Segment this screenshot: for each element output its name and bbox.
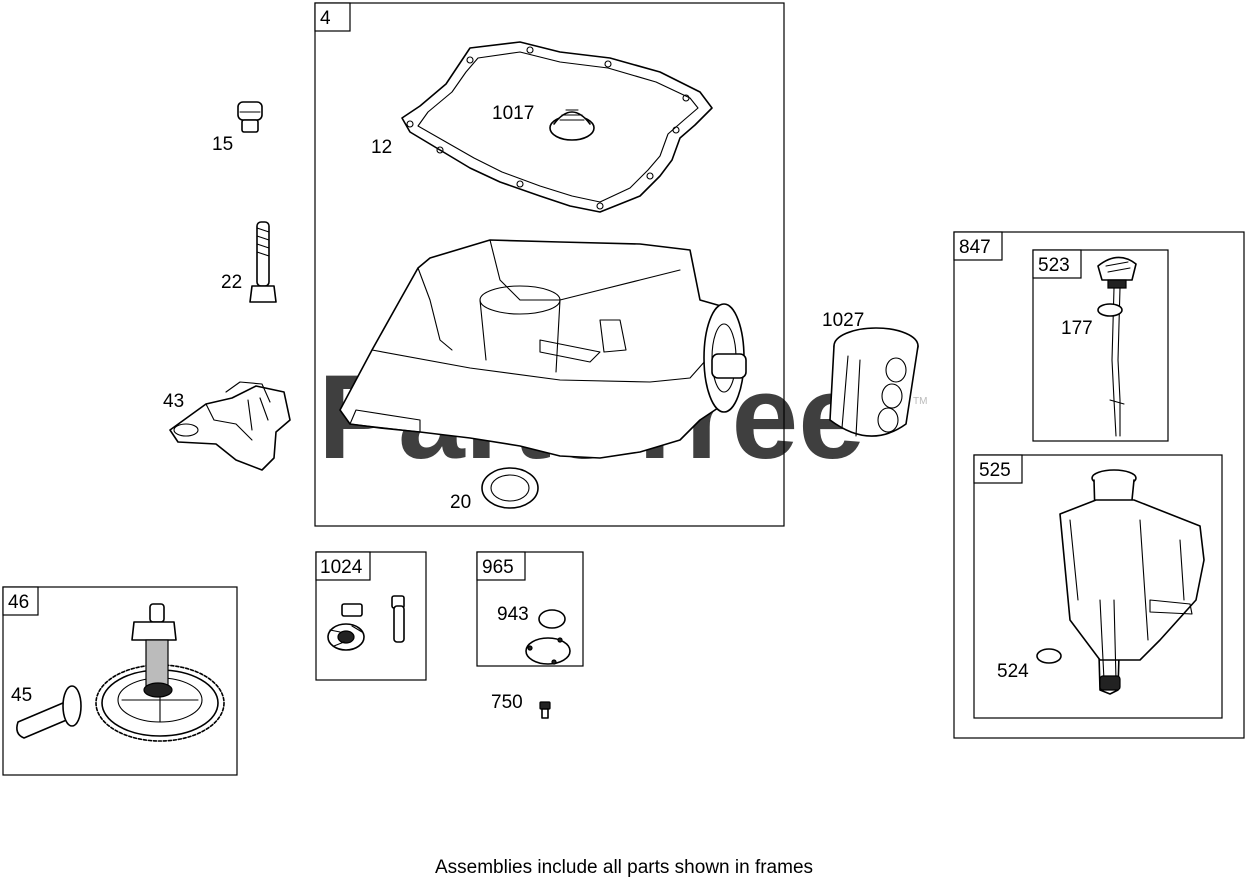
callout-20: 20	[450, 492, 471, 513]
screw-750-part[interactable]	[539, 701, 551, 719]
shaft-45-part[interactable]	[16, 685, 82, 739]
bolt-part[interactable]	[249, 221, 277, 303]
cam-gear-part[interactable]	[95, 603, 225, 742]
screen-part[interactable]	[549, 109, 595, 141]
fill-tube-part[interactable]	[1059, 469, 1205, 695]
governor-bracket-part[interactable]	[169, 381, 291, 471]
callout-15: 15	[212, 134, 233, 155]
oil-seal-part[interactable]	[481, 467, 539, 509]
callout-45: 45	[11, 685, 32, 706]
governor-shaft-part[interactable]	[391, 595, 405, 643]
gasket-965-part[interactable]	[525, 637, 571, 665]
frame-4[interactable]: 4	[314, 2, 785, 527]
callout-750: 750	[491, 692, 523, 713]
frame-525-label: 525	[979, 460, 1011, 481]
footer-note: Assemblies include all parts shown in fr…	[435, 857, 813, 878]
callout-1017: 1017	[492, 103, 534, 124]
dipstick-part[interactable]	[1097, 256, 1137, 437]
frame-965-label: 965	[482, 557, 514, 578]
sump-cover-part[interactable]	[339, 239, 747, 459]
o-ring-524-part[interactable]	[1036, 648, 1062, 664]
frame-1024-label: 1024	[320, 557, 363, 578]
frame-847-label: 847	[959, 237, 991, 258]
frame-46[interactable]: 46	[2, 586, 238, 776]
o-ring-943-part[interactable]	[538, 609, 566, 629]
frame-847[interactable]: 847	[953, 231, 1245, 739]
callout-524: 524	[997, 661, 1029, 682]
callout-177: 177	[1061, 318, 1093, 339]
frame-525[interactable]: 525	[973, 454, 1223, 719]
callout-943: 943	[497, 604, 529, 625]
o-ring-177-part[interactable]	[1097, 303, 1123, 317]
plug-part[interactable]	[237, 101, 263, 133]
callout-12: 12	[371, 137, 392, 158]
governor-gear-part[interactable]	[327, 603, 365, 651]
oil-filter-part[interactable]	[829, 327, 919, 437]
frame-46-label: 46	[8, 592, 29, 613]
frame-523[interactable]: 523	[1032, 249, 1169, 442]
callout-1027: 1027	[822, 310, 864, 331]
frame-965[interactable]: 965	[476, 551, 584, 667]
watermark-tm: TM	[913, 396, 927, 407]
frame-1024[interactable]: 1024	[315, 551, 427, 681]
frame-523-label: 523	[1038, 255, 1070, 276]
callout-22: 22	[221, 272, 242, 293]
frame-4-label: 4	[320, 8, 331, 29]
callout-43: 43	[163, 391, 184, 412]
